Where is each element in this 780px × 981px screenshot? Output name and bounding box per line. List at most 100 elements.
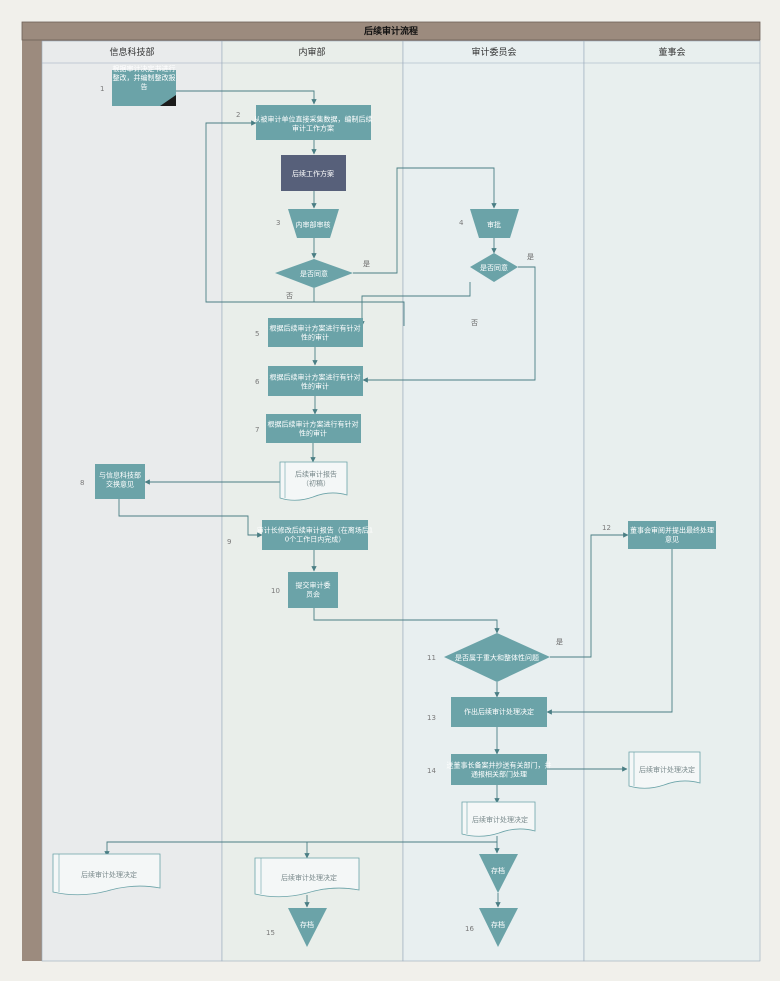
step-14-label-line: 通报相关部门处理 bbox=[471, 770, 527, 779]
decision-1 bbox=[275, 259, 353, 288]
step-6-label-line: 性的审计 bbox=[301, 382, 329, 391]
yes-label-1: 是 bbox=[363, 260, 370, 268]
svg-text:根据审计决定书进行整改，并编制整改报告: 根据审计决定书进行整改，并编制整改报告 bbox=[113, 64, 176, 91]
lane-header-committee: 审计委员会 bbox=[471, 46, 516, 58]
step-3-review bbox=[288, 209, 339, 238]
step-10-submit bbox=[288, 572, 338, 608]
step-6-audit bbox=[268, 366, 363, 396]
svg-text:董事会审阅并提出最终处理意见: 董事会审阅并提出最终处理意见 bbox=[630, 526, 714, 544]
report-draft-label-line: （初稿） bbox=[302, 479, 330, 488]
decision-doc-committee bbox=[461, 801, 536, 837]
step-1-label-line: 整改，并编制整改报 bbox=[113, 73, 176, 82]
step-1-label: 根据审计决定书进行 bbox=[113, 64, 176, 73]
step-12-board-review bbox=[628, 521, 716, 549]
step-number: 14 bbox=[427, 767, 436, 775]
decision-doc-board bbox=[628, 751, 701, 789]
decision-1-label: 是否同意 bbox=[300, 269, 328, 278]
decision-2 bbox=[470, 253, 518, 282]
step-number: 10 bbox=[271, 587, 280, 595]
archive-label: 存档 bbox=[491, 920, 505, 929]
svg-text:根据后续审计方案进行有针对性的审计: 根据后续审计方案进行有针对性的审计 bbox=[270, 324, 361, 342]
step-number: 12 bbox=[602, 524, 611, 532]
decision-2-label: 是否同意 bbox=[480, 263, 508, 272]
no-label-2: 否 bbox=[471, 319, 478, 327]
decision-doc-committee-label: 后续审计处理决定 bbox=[472, 815, 528, 824]
step-number: 2 bbox=[236, 111, 240, 119]
svg-text:后续审计报告（初稿）: 后续审计报告（初稿） bbox=[295, 470, 337, 488]
step-6-label: 根据后续审计方案进行有针对 bbox=[270, 373, 361, 382]
title-bar bbox=[21, 21, 761, 41]
svg-text:送董事长备案并抄送有关部门，并通报相关部门处理: 送董事长备案并抄送有关部门，并通报相关部门处理 bbox=[447, 761, 552, 779]
step-8-exchange bbox=[95, 464, 145, 499]
yes-label-2: 是 bbox=[527, 253, 534, 261]
step-9-revise bbox=[262, 520, 368, 550]
step-number: 4 bbox=[459, 219, 464, 227]
step-2-collect bbox=[256, 105, 371, 140]
svg-text:根据后续审计方案进行有针对性的审计: 根据后续审计方案进行有针对性的审计 bbox=[270, 373, 361, 391]
step-7-label-line: 性的审计 bbox=[299, 429, 327, 438]
connectors bbox=[104, 90, 673, 908]
step-8-label-line: 交换意见 bbox=[106, 480, 134, 489]
step-9-label-line: 0个工作日内完成） bbox=[285, 535, 345, 544]
step-number: 13 bbox=[427, 714, 436, 722]
step-number: 5 bbox=[255, 330, 259, 338]
lane-header-it: 信息科技部 bbox=[109, 46, 154, 58]
step-14-label: 送董事长备案并抄送有关部门，并 bbox=[447, 761, 552, 770]
report-draft-label: 后续审计报告 bbox=[295, 470, 337, 479]
archive-label: 存档 bbox=[300, 920, 314, 929]
decision-3 bbox=[444, 633, 550, 682]
step-14-file bbox=[451, 754, 547, 785]
step-1-rectify bbox=[112, 70, 176, 106]
lane-board bbox=[583, 40, 761, 962]
work-plan-label: 后续工作方案 bbox=[292, 169, 334, 178]
step-7-audit bbox=[266, 414, 361, 443]
lane-it bbox=[41, 40, 223, 962]
step-4-label: 审批 bbox=[487, 220, 501, 229]
decision-doc-it bbox=[52, 853, 161, 896]
step-number: 6 bbox=[255, 378, 260, 386]
step-12-label: 董事会审阅并提出最终处理 bbox=[630, 526, 714, 535]
step-number: 3 bbox=[276, 219, 280, 227]
decision-doc-audit-label: 后续审计处理决定 bbox=[281, 873, 337, 882]
step-5-audit bbox=[268, 318, 363, 347]
step-13-decide bbox=[451, 697, 547, 727]
lane-header-board: 董事会 bbox=[658, 46, 685, 58]
decision-doc-it-label: 后续审计处理决定 bbox=[81, 870, 137, 879]
step-13-label: 作出后续审计处理决定 bbox=[464, 707, 534, 716]
step-7-label: 根据后续审计方案进行有针对 bbox=[268, 420, 359, 429]
archive-audit bbox=[288, 908, 327, 947]
decision-doc-audit bbox=[254, 857, 360, 898]
step-10-label-line: 员会 bbox=[306, 590, 320, 599]
step-number: 9 bbox=[227, 538, 231, 546]
step-number: 16 bbox=[465, 925, 474, 933]
step-12-label-line: 意见 bbox=[665, 535, 679, 544]
step-number: 11 bbox=[427, 654, 436, 662]
step-3-label: 内审部审核 bbox=[296, 220, 331, 229]
lane-audit bbox=[221, 40, 404, 962]
step-5-label-line: 性的审计 bbox=[301, 333, 329, 342]
report-draft-doc bbox=[279, 461, 348, 501]
step-number: 1 bbox=[100, 85, 104, 93]
decision-3-label: 是否属于重大和整体性问题 bbox=[455, 653, 539, 662]
step-2-label: 从被审计单位直接采集数据，编制后续 bbox=[254, 115, 373, 124]
step-2-label-line: 审计工作方案 bbox=[292, 124, 334, 133]
work-plan bbox=[281, 155, 346, 191]
pool-title: 后续审计流程 bbox=[364, 25, 418, 37]
step-10-label: 提交审计委 bbox=[296, 581, 331, 590]
lane-header-audit: 内审部 bbox=[298, 46, 325, 58]
step-number: 7 bbox=[255, 426, 259, 434]
archive-committee-upper bbox=[479, 854, 518, 893]
step-1-label-line: 告 bbox=[141, 82, 148, 91]
decision-doc-board-label: 后续审计处理决定 bbox=[639, 765, 695, 774]
svg-text:是否属于重大和整体性问题: 是否属于重大和整体性问题 bbox=[455, 653, 539, 662]
svg-text:与信息科技部交换意见: 与信息科技部交换意见 bbox=[99, 471, 141, 489]
no-label-1: 否 bbox=[286, 292, 293, 300]
step-9-label: 审计长修改后续审计报告（在离场后1 bbox=[257, 526, 373, 535]
archive-committee-lower bbox=[479, 908, 518, 947]
svg-text:提交审计委员会: 提交审计委员会 bbox=[296, 581, 331, 599]
yes-label-3: 是 bbox=[556, 638, 563, 646]
step-number: 15 bbox=[266, 929, 275, 937]
svg-text:从被审计单位直接采集数据，编制后续审计工作方案: 从被审计单位直接采集数据，编制后续审计工作方案 bbox=[254, 115, 373, 133]
